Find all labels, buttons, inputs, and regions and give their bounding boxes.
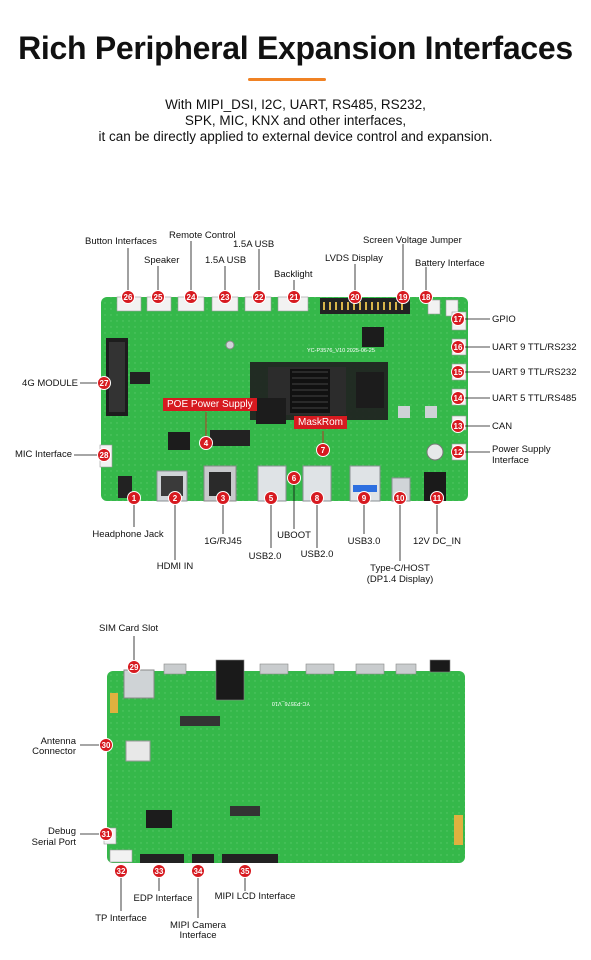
marker-13: 13	[451, 419, 465, 433]
marker-31: 31	[99, 827, 113, 841]
label-uboot: UBOOT	[277, 530, 311, 541]
label-mipi-camera-2: Interface	[179, 930, 217, 941]
label-usb2-8: USB2.0	[300, 549, 334, 560]
label-uart5-rs485: UART 5 TTL/RS485	[492, 393, 577, 404]
marker-7: 7	[316, 443, 330, 457]
marker-27: 27	[97, 376, 111, 390]
bottom-board: YC-P3576_V10	[103, 659, 465, 863]
silk-model-text: YC-P3576_V10 2025-06-25	[307, 348, 375, 354]
label-backlight: Backlight	[274, 269, 313, 280]
marker-30: 30	[99, 738, 113, 752]
label-1-5a-usb-22: 1.5A USB	[233, 239, 275, 250]
label-power-supply-2: Interface	[492, 455, 529, 466]
maskrom-tag: MaskRom	[294, 416, 348, 429]
label-antenna-2: Connector	[32, 746, 76, 757]
page-title: Rich Peripheral Expansion Interfaces	[18, 30, 573, 66]
marker-17: 17	[451, 312, 465, 326]
top-board: YC-P3576_V10 2025-06-25	[99, 296, 468, 502]
label-mipi-camera-1: MIPI Camera	[170, 920, 226, 931]
marker-5: 5	[264, 491, 278, 505]
marker-1: 1	[127, 491, 141, 505]
leader-lines	[74, 241, 490, 918]
label-mic-interface: MIC Interface	[14, 449, 72, 460]
marker-23: 23	[218, 290, 232, 304]
label-uart9-rs232-16: UART 9 TTL/RS232	[492, 342, 577, 353]
label-sim-card-slot: SIM Card Slot	[99, 623, 159, 634]
marker-10: 10	[393, 491, 407, 505]
marker-32: 32	[114, 864, 128, 878]
label-tp-interface: TP Interface	[95, 913, 147, 924]
label-1-5a-usb-23: 1.5A USB	[205, 255, 247, 266]
label-hdmi-in: HDMI IN	[156, 561, 194, 572]
label-mipi-lcd: MIPI LCD Interface	[214, 891, 296, 902]
title-underline	[248, 78, 326, 81]
marker-12: 12	[451, 445, 465, 459]
marker-28: 28	[97, 448, 111, 462]
subtitle-line-2: SPK, MIC, KNX and other interfaces,	[184, 113, 407, 128]
subtitle-line-3: it can be directly applied to external d…	[98, 129, 493, 144]
subtitle-line-1: With MIPI_DSI, I2C, UART, RS485, RS232,	[165, 97, 426, 112]
marker-4: 4	[199, 436, 213, 450]
marker-6: 6	[287, 471, 301, 485]
label-battery-interface: Battery Interface	[415, 258, 485, 269]
label-typec-1: Type-C/HOST	[370, 563, 430, 574]
marker-22: 22	[252, 290, 266, 304]
marker-20: 20	[348, 290, 362, 304]
marker-35: 35	[238, 864, 252, 878]
marker-8: 8	[310, 491, 324, 505]
marker-34: 34	[191, 864, 205, 878]
marker-16: 16	[451, 340, 465, 354]
marker-11: 11	[430, 491, 444, 505]
label-screen-voltage-jumper: Screen Voltage Jumper	[363, 235, 462, 246]
silk-model-text-rear: YC-P3576_V10	[272, 700, 310, 706]
label-4g-module: 4G MODULE	[22, 378, 78, 389]
marker-3: 3	[216, 491, 230, 505]
marker-24: 24	[184, 290, 198, 304]
label-power-supply-1: Power Supply	[492, 444, 551, 455]
label-debug-2: Serial Port	[31, 837, 76, 848]
label-antenna-1: Antenna	[40, 736, 76, 747]
marker-33: 33	[152, 864, 166, 878]
poe-power-supply-tag: POE Power Supply	[163, 398, 257, 411]
label-usb3: USB3.0	[347, 536, 381, 547]
marker-21: 21	[287, 290, 301, 304]
label-can: CAN	[492, 421, 513, 432]
marker-25: 25	[151, 290, 165, 304]
label-usb2-5: USB2.0	[248, 551, 282, 562]
label-lvds-display: LVDS Display	[325, 253, 383, 264]
label-uart9-rs232-15: UART 9 TTL/RS232	[492, 367, 577, 378]
label-debug-1: Debug	[48, 826, 76, 837]
label-edp-interface: EDP Interface	[133, 893, 193, 904]
marker-18: 18	[419, 290, 433, 304]
marker-15: 15	[451, 365, 465, 379]
label-gpio: GPIO	[492, 314, 516, 325]
label-headphone-jack: Headphone Jack	[92, 529, 164, 540]
label-speaker: Speaker	[144, 255, 180, 266]
label-12v-dc-in: 12V DC_IN	[412, 536, 462, 547]
marker-26: 26	[121, 290, 135, 304]
marker-14: 14	[451, 391, 465, 405]
marker-19: 19	[396, 290, 410, 304]
label-typec-2: (DP1.4 Display)	[366, 574, 434, 585]
label-remote-control: Remote Control	[169, 230, 236, 241]
marker-29: 29	[127, 660, 141, 674]
marker-2: 2	[168, 491, 182, 505]
marker-9: 9	[357, 491, 371, 505]
label-rj45: 1G/RJ45	[204, 536, 242, 547]
label-button-interfaces: Button Interfaces	[85, 236, 157, 247]
